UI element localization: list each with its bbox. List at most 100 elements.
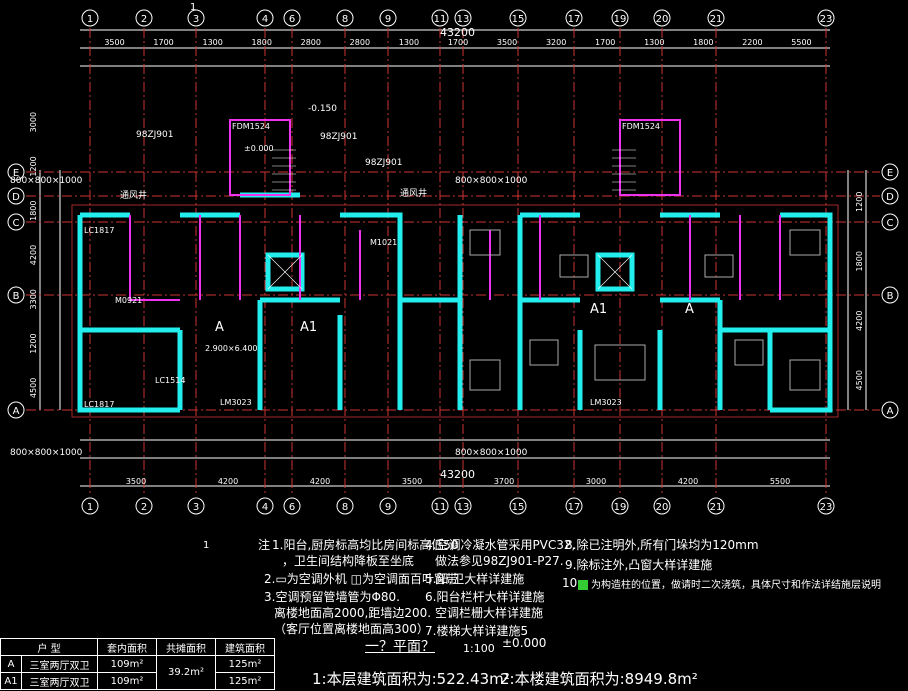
axis-bubble-bottom-21: 21: [707, 497, 725, 515]
svg-text:A: A: [887, 406, 894, 417]
svg-text:B: B: [13, 291, 20, 302]
door-lm3023-right-label: LM3023: [590, 398, 622, 407]
svg-text:3: 3: [193, 502, 199, 513]
dim-top-0: 3500: [104, 38, 124, 47]
axis-bubble-top-4: 4: [256, 9, 274, 27]
note-6b: 空调栏栅大样详建施: [435, 606, 544, 620]
row-shared: 39.2m²: [156, 655, 216, 690]
elev-top-label: -0.150: [308, 104, 338, 114]
svg-text:1: 1: [87, 502, 93, 513]
dim-bottom-5: 3000: [586, 477, 606, 486]
door-lm3023-label: LM3023: [220, 398, 252, 407]
axis-bubble-right-D: D: [881, 187, 899, 205]
svg-text:4: 4: [262, 14, 268, 25]
axis-bubble-bottom-13: 13: [454, 497, 472, 515]
fdm-right-label: FDM1524: [622, 122, 661, 131]
green-square-icon: [578, 580, 588, 590]
note-10-body: 为构造柱的位置，做请时二次浇筑，具体尺寸和作法详结施层说明: [591, 580, 881, 591]
note-7: 7.楼梯大样详建施5: [425, 624, 529, 638]
svg-text:B: B: [887, 291, 894, 302]
axis-bubble-top-3: 3: [187, 9, 205, 27]
note-8: 8.除已注明外,所有门垛均为120mm: [565, 538, 759, 552]
svg-text:1: 1: [87, 14, 93, 25]
svg-text:21: 21: [710, 14, 723, 25]
dim-right-1: 1800: [855, 251, 864, 271]
svg-text:2: 2: [141, 14, 147, 25]
dim-top-1: 1700: [153, 38, 173, 47]
axis-bubble-top-19: 19: [611, 9, 629, 27]
axis-bubble-left-D: D: [7, 187, 25, 205]
unit-a-right-label: A: [685, 302, 694, 317]
axis-bubble-top-6: 6: [283, 9, 301, 27]
row-type: A: [0, 655, 22, 673]
dim-left-3: 4200: [29, 245, 38, 265]
note-4b: 做法参见98ZJ901-P27.: [435, 554, 564, 568]
dim-top-9: 3200: [546, 38, 566, 47]
dim-bottom-2: 4200: [310, 477, 330, 486]
dim-left-0: 3000: [29, 112, 38, 132]
svg-text:9: 9: [385, 14, 391, 25]
svg-text:17: 17: [568, 502, 581, 513]
note-6: 6.阳台栏杆大样详建施: [425, 590, 545, 604]
svg-text:20: 20: [656, 502, 669, 513]
dim-bottom-total: 43200: [440, 468, 475, 481]
dim-top-3: 1800: [252, 38, 272, 47]
axis-bubble-left-B: B: [7, 286, 25, 304]
notes-head: 注: [258, 538, 271, 552]
dim-bottom-7: 5500: [770, 477, 790, 486]
axis-bubble-bottom-6: 6: [283, 497, 301, 515]
tube-bottom-right-label: 800×800×1000: [455, 448, 528, 458]
area-a-label: 2.900×6.400: [205, 344, 258, 353]
axis-bubble-top-15: 15: [509, 9, 527, 27]
axis-bubble-left-E: E: [7, 163, 25, 181]
note-1a: 1.阳台,厨房标高均比房间标高低50: [272, 538, 459, 552]
dim-top-13: 2200: [742, 38, 762, 47]
row-total: 125m²: [215, 672, 275, 690]
svg-text:19: 19: [614, 14, 627, 25]
dim-bottom-4: 3700: [494, 477, 514, 486]
elev-stair-label: ±0.000: [244, 144, 274, 153]
ventilator-left-label: 通风井: [120, 191, 148, 201]
dim-top-7: 1700: [448, 38, 468, 47]
plan-scale: 1:100: [463, 642, 495, 655]
dim-bottom-0: 3500: [126, 477, 146, 486]
svg-text:6: 6: [289, 502, 295, 513]
table-header-type: 户 型: [0, 638, 98, 656]
axis-bubble-left-C: C: [7, 213, 25, 231]
svg-text:23: 23: [820, 502, 833, 513]
building-area-text: 2:本楼建筑面积为:8949.8m²: [500, 670, 698, 688]
note-3c: （客厅位置离楼地面高300）: [274, 622, 429, 636]
plan-elevation: ±0.000: [502, 636, 547, 650]
svg-text:19: 19: [614, 502, 627, 513]
axis-bubble-top-20: 20: [653, 9, 671, 27]
dim-top-11: 1300: [644, 38, 664, 47]
svg-text:C: C: [13, 218, 20, 229]
tube-right-label: 800×800×1000: [455, 176, 528, 186]
ref-mid2-label: 98ZJ901: [365, 158, 403, 168]
axis-bubble-top-23: 23: [817, 9, 835, 27]
table-row: A 三室两厅双卫 109m² 39.2m² 125m²: [0, 655, 275, 690]
door-m0921-label: M0921: [115, 296, 143, 305]
axis-bubble-top-1: 1: [81, 9, 99, 27]
axis-bubble-bottom-23: 23: [817, 497, 835, 515]
dim-top-6: 1300: [399, 38, 419, 47]
ref-mid-label: 98ZJ901: [320, 132, 358, 142]
axis-bubble-top-13: 13: [454, 9, 472, 27]
axis-bubble-right-C: C: [881, 213, 899, 231]
axis-bubble-bottom-15: 15: [509, 497, 527, 515]
axis-bubble-bottom-8: 8: [336, 497, 354, 515]
svg-text:8: 8: [342, 14, 348, 25]
table-header-row: 户 型 套内面积 共摊面积 建筑面积: [0, 638, 275, 656]
row-name: 三室两厅双卫: [21, 672, 98, 690]
axis-bubble-bottom-1: 1: [81, 497, 99, 515]
axis-bubble-bottom-3: 3: [187, 497, 205, 515]
dim-top-10: 1700: [595, 38, 615, 47]
svg-text:4: 4: [262, 502, 268, 513]
axis-bubble-bottom-4: 4: [256, 497, 274, 515]
svg-text:17: 17: [568, 14, 581, 25]
svg-text:C: C: [887, 218, 894, 229]
tube-left-label: 800×800×1000: [10, 176, 83, 186]
door-m1021-label: M1021: [370, 238, 398, 247]
svg-text:2: 2: [141, 502, 147, 513]
svg-text:11: 11: [434, 502, 447, 513]
